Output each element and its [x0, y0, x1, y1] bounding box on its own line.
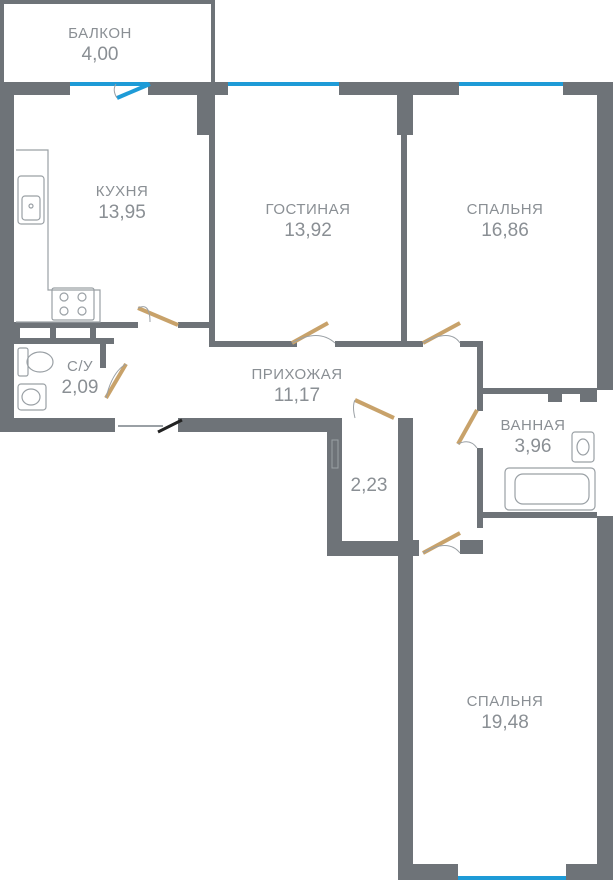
living-room-label: ГОСТИНАЯ 13,92 — [263, 201, 353, 241]
room-name: ПРИХОЖАЯ — [251, 366, 343, 383]
kitchen-door — [137, 306, 179, 327]
room-name: ГОСТИНАЯ — [265, 201, 351, 218]
wc-door — [104, 362, 128, 400]
room-area: 13,92 — [284, 219, 332, 241]
interior-walls — [14, 95, 597, 556]
bedroom2-label: СПАЛЬНЯ 19,48 — [460, 693, 550, 733]
room-area: 2,09 — [61, 376, 99, 398]
wc-fixtures — [17, 347, 54, 411]
balcony-door-swing — [113, 83, 118, 99]
bath-fixtures — [504, 431, 596, 511]
balcony-label: БАЛКОН 4,00 — [55, 25, 145, 65]
room-area: 19,48 — [481, 711, 529, 733]
closet-door — [354, 398, 395, 420]
room-name: ВАННАЯ — [500, 417, 566, 434]
bathtub-icon — [504, 467, 596, 511]
room-name: КУХНЯ — [95, 183, 149, 200]
balcony-door[interactable] — [116, 82, 151, 100]
hallway-label: ПРИХОЖАЯ 11,17 — [247, 366, 347, 406]
bathroom-label: ВАННАЯ 3,96 — [488, 417, 578, 457]
kitchen-counter — [16, 149, 101, 323]
room-area: 4,00 — [81, 43, 119, 65]
bath-sink-icon — [571, 431, 595, 463]
sink-icon — [17, 175, 45, 225]
balcony-outline — [0, 0, 215, 82]
room-name: СПАЛЬНЯ — [466, 693, 544, 710]
room-name: БАЛКОН — [68, 25, 132, 42]
door-swings — [105, 306, 478, 554]
washbasin-icon — [17, 383, 47, 411]
room-name: С/У — [66, 358, 94, 375]
entrance-opening — [118, 425, 163, 427]
room-area: 11,17 — [273, 384, 321, 406]
room-area: 13,95 — [98, 201, 146, 223]
bathroom-door — [456, 409, 479, 445]
room-area: 3,96 — [514, 435, 552, 457]
room-area: 16,86 — [481, 219, 529, 241]
exterior-walls — [0, 82, 613, 880]
bedroom1-label: СПАЛЬНЯ 16,86 — [460, 201, 550, 241]
kitchen-label: КУХНЯ 13,95 — [77, 183, 167, 223]
closet-detail — [331, 439, 339, 469]
room-name: СПАЛЬНЯ — [466, 201, 544, 218]
closet-label: 2,23 — [340, 474, 398, 497]
entrance-door[interactable] — [157, 418, 183, 434]
stove-icon — [51, 287, 95, 321]
toilet-icon — [17, 347, 29, 377]
wc-label: С/У 2,09 — [52, 358, 108, 398]
windows — [70, 82, 566, 880]
room-area: 2,23 — [350, 475, 388, 496]
